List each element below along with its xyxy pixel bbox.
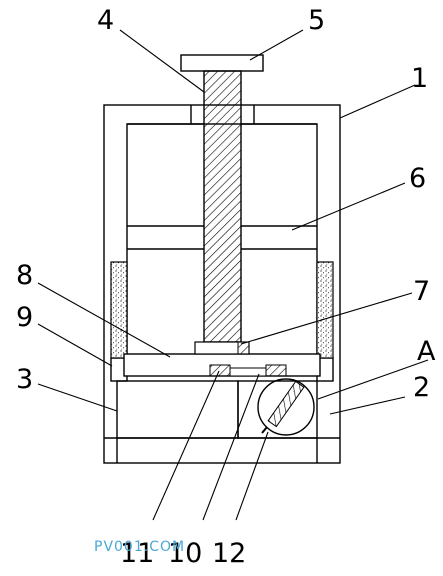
label-4: 4	[97, 5, 114, 36]
label-10: 10	[168, 538, 202, 569]
detail-circle-a	[257, 378, 315, 436]
base-left-block	[116, 380, 239, 439]
handle-plate	[180, 54, 264, 72]
label-8: 8	[16, 260, 33, 291]
label-5: 5	[308, 5, 325, 36]
label-12: 12	[212, 538, 246, 569]
label-2: 2	[413, 372, 430, 403]
label-3: 3	[16, 364, 33, 395]
label-11: 11	[120, 538, 154, 569]
label-1: 1	[411, 63, 428, 94]
label-a: A	[417, 336, 436, 367]
spring-element	[267, 380, 305, 428]
bearing-right	[265, 364, 287, 377]
threaded-screw	[203, 70, 242, 343]
label-9: 9	[16, 302, 33, 333]
label-7: 7	[413, 276, 430, 307]
label-6: 6	[409, 163, 426, 194]
insulation-left	[110, 261, 128, 359]
insulation-right	[316, 261, 334, 359]
bearing-left	[209, 364, 231, 377]
watermark: PV001.COM	[94, 539, 185, 555]
